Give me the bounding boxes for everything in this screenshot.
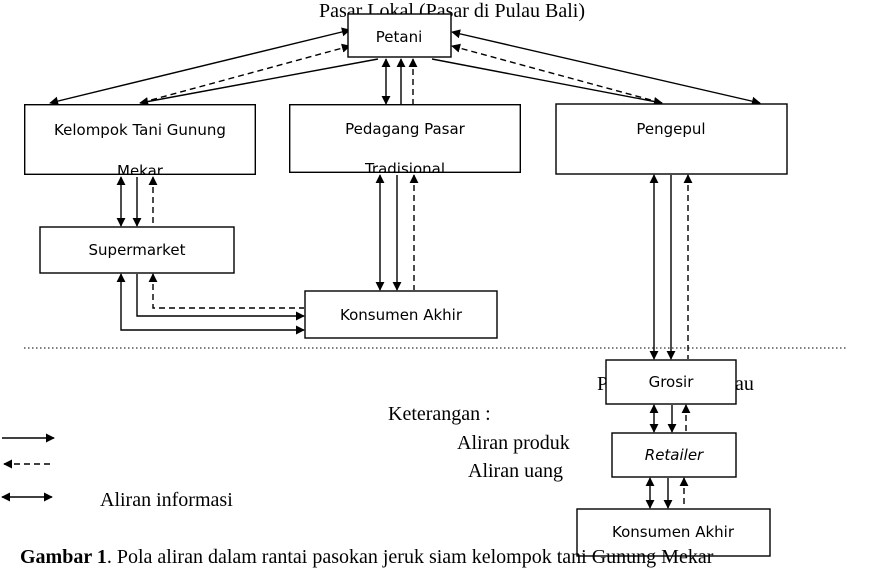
node-pedagang-label-line1: Pedagang Pasar <box>345 120 466 138</box>
arrow-supermarket-konsumen-uang <box>148 273 304 309</box>
node-konsumen-luar-label: Konsumen Akhir <box>612 523 735 541</box>
arrow-petani-pengepul-uang <box>451 43 663 104</box>
node-konsumen-lokal-label: Konsumen Akhir <box>340 306 463 324</box>
node-petani-label: Petani <box>376 28 423 46</box>
legend-informasi-label: Aliran informasi <box>100 489 233 511</box>
legend: Keterangan : Aliran produk Aliran uang A… <box>1 403 570 511</box>
node-kelompok-label-line2: Mekar <box>117 162 164 180</box>
arrow-supermarket-konsumen-info <box>116 273 305 335</box>
node-petani: Petani <box>347 13 452 58</box>
legend-produk-label: Aliran produk <box>457 432 570 454</box>
arrow-petani-kelompok-info <box>139 58 379 106</box>
node-pedagang-pasar: Pedagang Pasar Tradisional <box>289 104 521 178</box>
flow-arrows <box>49 27 761 509</box>
node-pengepul-label: Pengepul <box>636 120 705 138</box>
outside-market-heading-left: P <box>597 373 608 395</box>
node-pengepul: Pengepul <box>555 103 788 175</box>
arrow-petani-pengepul-info <box>431 58 663 106</box>
node-supermarket-label: Supermarket <box>89 241 186 259</box>
node-pedagang-label-line2: Tradisional <box>364 160 445 178</box>
node-retailer: Retailer <box>611 432 737 478</box>
node-grosir: Grosir <box>605 359 737 405</box>
node-konsumen-akhir-lokal: Konsumen Akhir <box>304 290 498 339</box>
node-konsumen-akhir-luar: Konsumen Akhir <box>576 508 771 557</box>
arrow-supermarket-konsumen-produk <box>136 274 305 321</box>
figure-caption-label: Gambar 1 <box>20 546 107 568</box>
legend-uang-label: Aliran uang <box>468 460 563 482</box>
figure-caption-text: . Pola aliran dalam rantai pasokan jeruk… <box>107 546 714 568</box>
outside-market-heading-right: au <box>735 373 754 395</box>
arrow-petani-kelompok-uang <box>139 43 351 104</box>
node-supermarket: Supermarket <box>39 226 235 274</box>
figure-caption: Gambar 1. Pola aliran dalam rantai pasok… <box>20 546 714 568</box>
legend-title: Keterangan : <box>388 403 491 425</box>
node-grosir-label: Grosir <box>649 373 695 391</box>
node-kelompok-label-line1: Kelompok Tani Gunung <box>54 121 226 139</box>
node-kelompok-tani: Kelompok Tani Gunung Mekar <box>24 104 256 180</box>
arrow-petani-pengepul-produk <box>451 29 761 106</box>
arrow-petani-kelompok-produk <box>49 27 351 106</box>
node-retailer-label: Retailer <box>645 446 704 464</box>
